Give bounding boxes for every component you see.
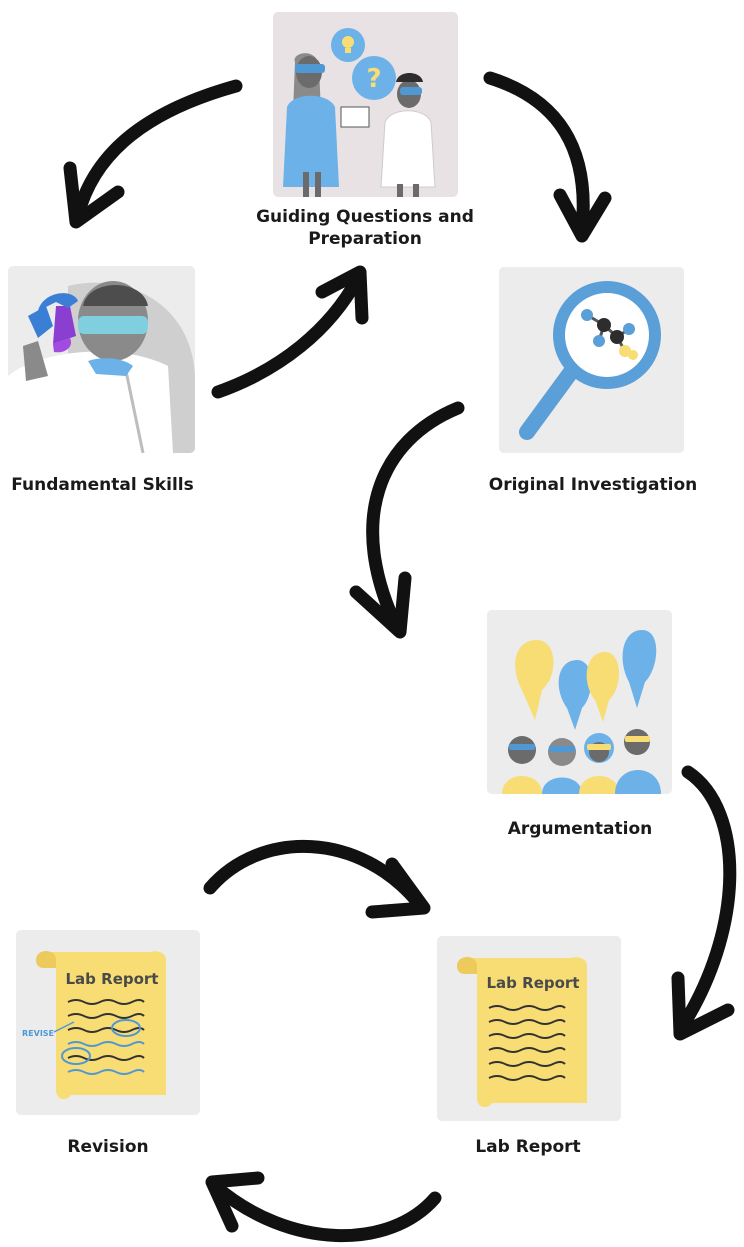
label-fundamental-skills: Fundamental Skills <box>11 475 194 495</box>
arrow-labreport-to-revision <box>205 1171 442 1243</box>
magnifying-glass-molecule-illustration <box>499 267 684 453</box>
label-guiding-questions: Guiding Questions and Preparation <box>256 207 474 250</box>
lab-report-document-illustration: Lab Report <box>437 936 621 1121</box>
arrow-original-to-argumentation <box>349 401 465 639</box>
scientists-discussing-illustration: ? <box>283 28 436 197</box>
card-lab-report: Lab Report <box>437 936 621 1121</box>
card-fundamental-skills <box>8 266 195 453</box>
label-lab-report: Lab Report <box>475 1137 581 1157</box>
card-guiding-questions: ? <box>273 12 458 197</box>
revised-lab-report-document-illustration: Lab Report REVISE <box>16 930 200 1115</box>
revise-note: REVISE <box>22 1029 54 1038</box>
label-argumentation: Argumentation <box>507 819 653 839</box>
scientist-goggles-flask-illustration <box>8 266 195 453</box>
label-revision: Revision <box>67 1137 149 1157</box>
arrow-guiding-to-original <box>483 71 612 243</box>
arrow-revision-to-labreport <box>203 839 431 919</box>
group-discussion-speech-bubbles-illustration <box>487 610 672 794</box>
card-argumentation <box>487 610 672 794</box>
svg-text:?: ? <box>366 64 381 94</box>
arrow-fundamental-to-guiding <box>211 265 369 399</box>
arrow-guiding-to-fundamental <box>63 79 243 229</box>
card-revision: Lab Report REVISE <box>16 930 200 1115</box>
revision-doc-heading: Lab Report <box>66 970 159 988</box>
label-original-investigation: Original Investigation <box>488 475 698 495</box>
card-original-investigation <box>499 267 684 453</box>
arrow-argumentation-to-labreport <box>671 765 737 1041</box>
labreport-doc-heading: Lab Report <box>487 974 580 992</box>
